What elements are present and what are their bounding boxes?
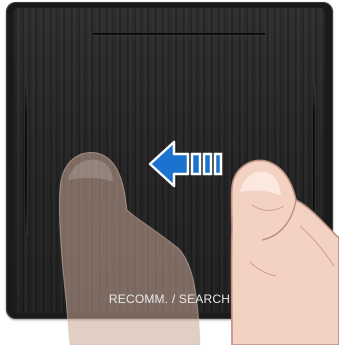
ghost-finger-icon: [59, 153, 200, 345]
finger-icon: [232, 160, 339, 345]
arrow-left-icon: [150, 142, 221, 186]
touchpad-label: RECOMM. / SEARCH: [0, 292, 339, 306]
